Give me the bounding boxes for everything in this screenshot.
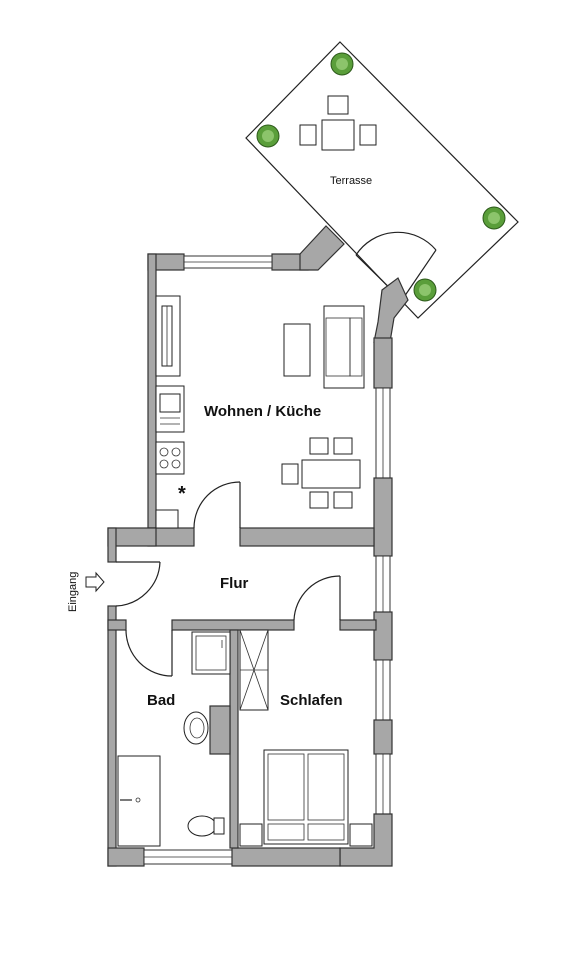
walls	[107, 225, 409, 867]
entrance-label: Eingang	[67, 572, 79, 612]
bath-door-swing	[125, 629, 173, 677]
bathtub	[117, 755, 161, 847]
terrace-label: Terrasse	[330, 175, 372, 187]
dining-table	[301, 459, 361, 489]
terrace-outline	[245, 41, 519, 319]
living-furniture	[281, 305, 365, 509]
terrace-door-swing	[355, 231, 437, 256]
nightstand	[349, 823, 373, 847]
room-label-bath: Bad	[147, 692, 175, 709]
sofa	[323, 305, 365, 389]
plant-icon	[330, 52, 354, 76]
entrance-door-swing	[115, 561, 161, 607]
coffee-table	[283, 323, 311, 377]
washbasin	[183, 711, 209, 745]
plant-icon	[413, 278, 437, 302]
plant-icon	[482, 206, 506, 230]
marker-asterisk: *	[178, 483, 186, 505]
nightstand	[239, 823, 263, 847]
room-label-living-kitchen: Wohnen / Küche	[204, 403, 321, 420]
double-bed	[263, 749, 349, 845]
plant-icon	[256, 124, 280, 148]
bedroom-door-swing	[293, 575, 341, 621]
stove	[155, 441, 185, 475]
shower	[191, 631, 231, 675]
toilet	[187, 815, 225, 837]
kitchen: *	[155, 295, 186, 529]
entrance-arrow-icon	[85, 571, 105, 593]
terrace-table	[299, 95, 377, 151]
living-door-swing	[193, 481, 241, 529]
room-label-hall: Flur	[220, 575, 248, 592]
room-label-bedroom: Schlafen	[280, 692, 343, 709]
terrace: Terrasse	[245, 41, 519, 319]
